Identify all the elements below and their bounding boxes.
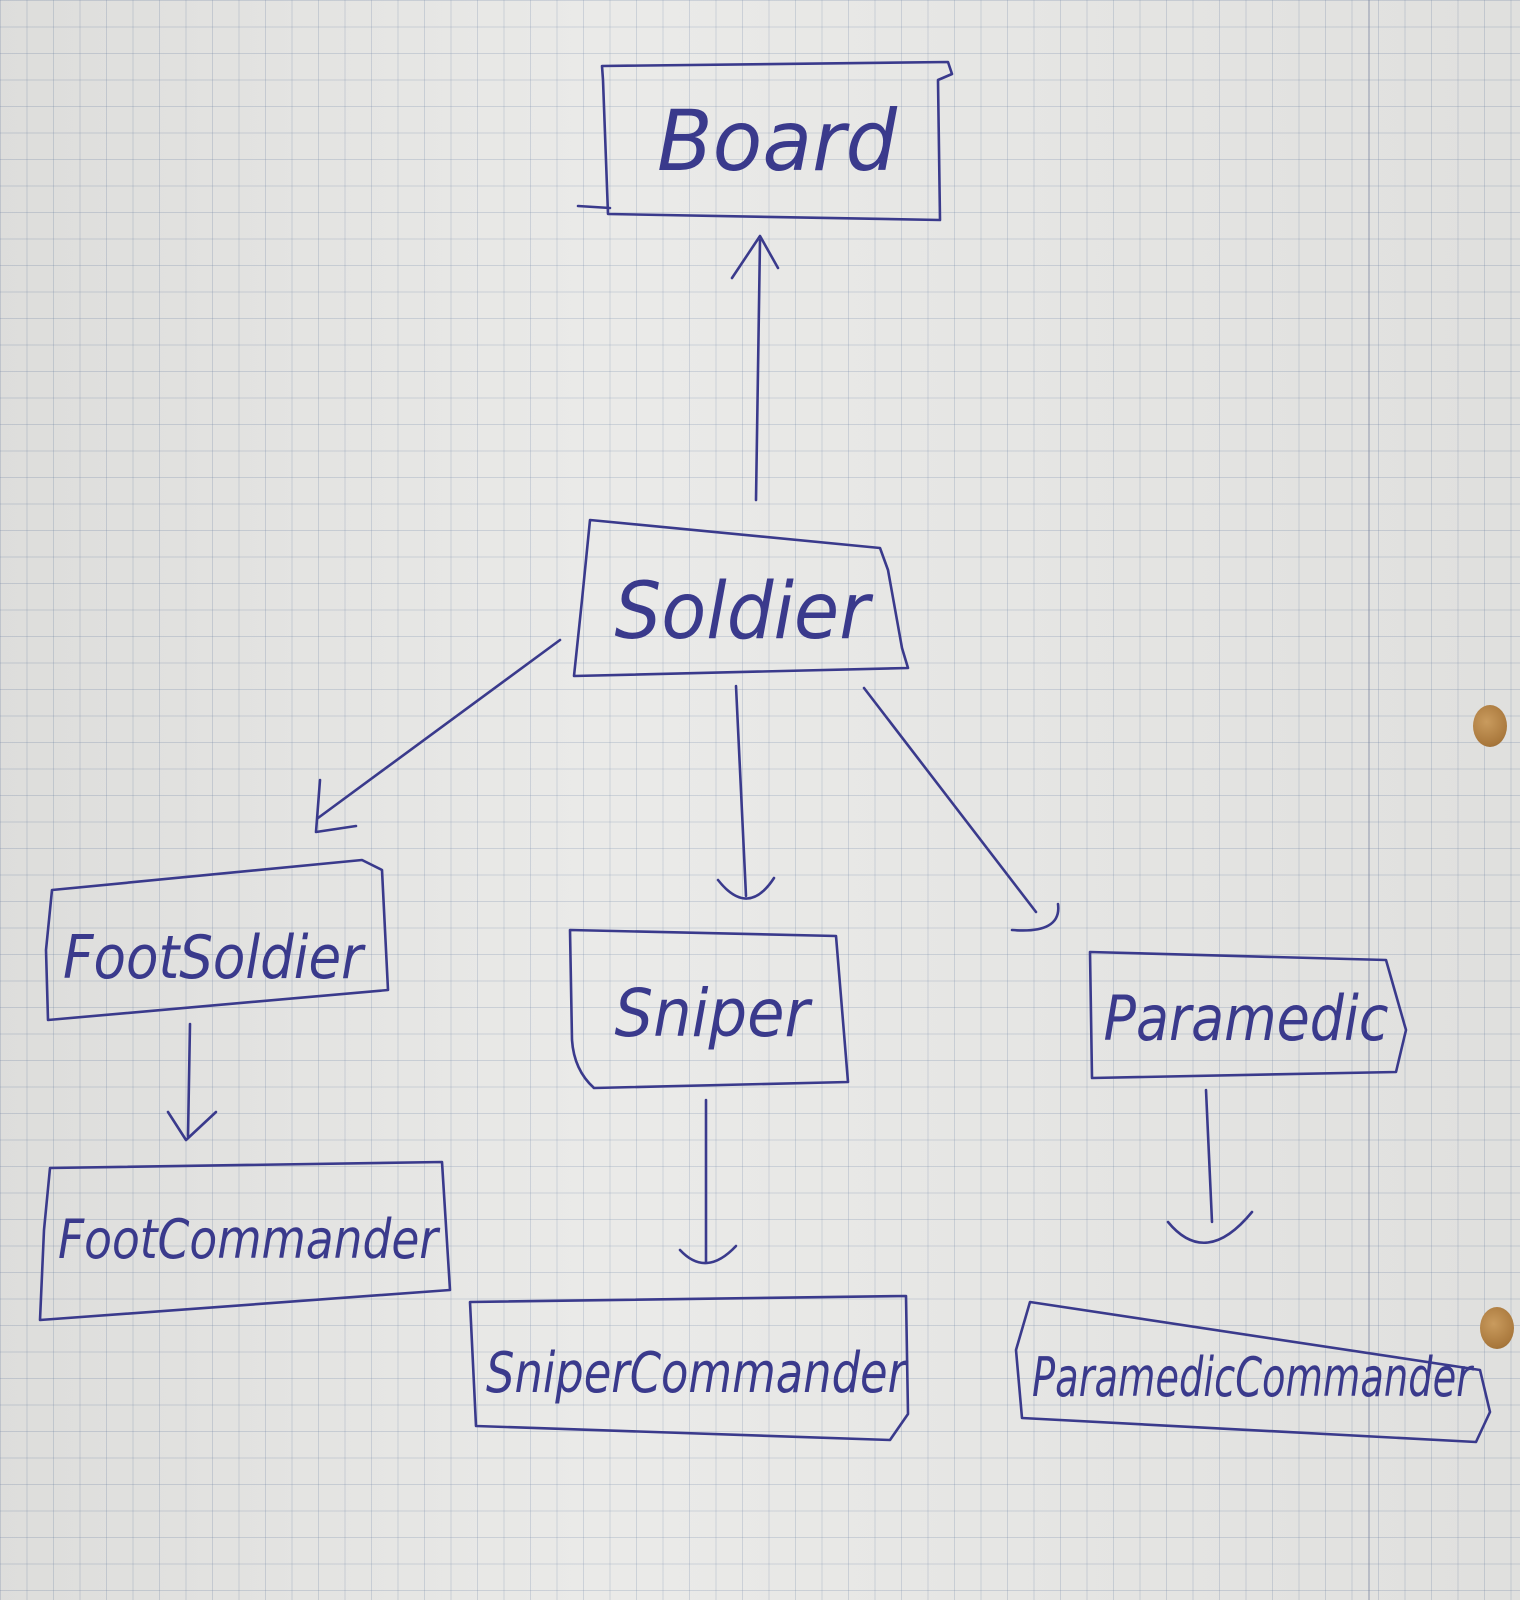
edge-soldier-foot-soldier <box>314 638 562 834</box>
node-board-box <box>576 60 954 222</box>
node-board: Board <box>576 60 954 222</box>
punch-hole-top <box>1473 705 1507 747</box>
arrow-line <box>862 686 1038 914</box>
node-paramedic-commander-box <box>1014 1300 1492 1444</box>
arrowhead <box>730 234 780 280</box>
node-soldier-box <box>572 518 910 678</box>
arrow-line <box>754 238 762 502</box>
edge-paramedic-paramedic-commander <box>1166 1088 1254 1245</box>
punch-hole-bottom <box>1480 1307 1514 1349</box>
node-sniper-box <box>568 928 850 1090</box>
arrow-line <box>316 638 562 820</box>
node-foot-commander-box <box>38 1160 452 1322</box>
node-soldier-label: Soldier <box>615 567 875 657</box>
edge-soldier-sniper <box>716 684 776 900</box>
arrow-line <box>1204 1088 1214 1224</box>
arrowhead <box>1010 902 1060 932</box>
node-paramedic-commander-label: ParamedicCommander <box>1032 1346 1474 1409</box>
node-paramedic-label: Paramedic <box>1104 982 1389 1055</box>
node-foot-soldier-label: FootSoldier <box>63 923 366 993</box>
margin-line <box>1368 0 1370 1600</box>
node-foot-soldier: FootSoldier <box>44 858 390 1022</box>
node-soldier: Soldier <box>572 518 910 678</box>
node-foot-commander: FootCommander <box>38 1160 452 1322</box>
arrowhead <box>1166 1210 1254 1245</box>
arrow-line <box>734 684 748 898</box>
edge-sniper-sniper-commander <box>678 1098 738 1265</box>
node-sniper-commander: SniperCommander <box>468 1294 910 1442</box>
arrowhead <box>166 1110 218 1142</box>
node-board-label: Board <box>657 92 898 190</box>
node-sniper-commander-box <box>468 1294 910 1442</box>
node-paramedic-box <box>1088 950 1408 1080</box>
node-paramedic-commander: ParamedicCommander <box>1014 1300 1492 1444</box>
edge-foot-soldier-foot-commander <box>166 1022 218 1142</box>
arrowhead <box>678 1244 738 1265</box>
node-foot-commander-label: FootCommander <box>58 1208 440 1271</box>
node-sniper-label: Sniper <box>615 975 814 1052</box>
edge-soldier-board <box>730 234 780 502</box>
node-sniper-commander-label: SniperCommander <box>486 1341 908 1406</box>
arrowhead <box>716 876 776 900</box>
edge-soldier-paramedic <box>862 686 1060 932</box>
node-foot-soldier-box <box>44 858 390 1022</box>
node-paramedic: Paramedic <box>1088 950 1408 1080</box>
node-sniper: Sniper <box>568 928 850 1090</box>
arrow-line <box>186 1022 192 1138</box>
arrowhead <box>314 778 358 834</box>
